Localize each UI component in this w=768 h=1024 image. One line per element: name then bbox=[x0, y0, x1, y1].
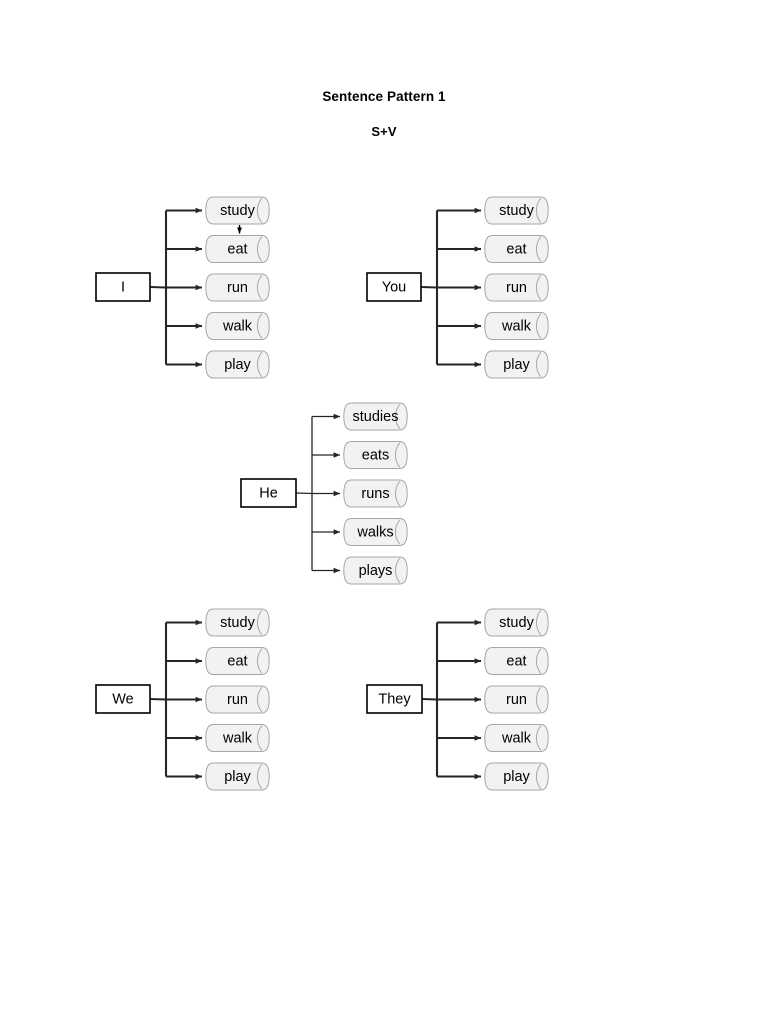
verb-label: eats bbox=[362, 447, 389, 463]
verb-box[interactable] bbox=[484, 273, 549, 302]
verb-box-curl-icon bbox=[535, 351, 542, 378]
diagram-we: We study eat run walk play bbox=[95, 608, 270, 791]
verb-label: studies bbox=[353, 409, 399, 425]
verb-box-curl-icon bbox=[535, 274, 542, 301]
verb-box-curl-icon bbox=[535, 609, 542, 636]
verb-box[interactable] bbox=[205, 685, 270, 714]
verb-box-curl-icon bbox=[535, 197, 542, 224]
subject-label: You bbox=[382, 279, 406, 295]
verb-box-curl-icon bbox=[535, 236, 542, 262]
verb-label: study bbox=[220, 615, 255, 631]
diagram-you: You study eat run walk play bbox=[366, 196, 549, 379]
verb-box-curl-icon bbox=[394, 557, 401, 584]
verb-label: walk bbox=[501, 730, 532, 746]
subject-box[interactable] bbox=[95, 272, 151, 302]
verb-box[interactable] bbox=[343, 518, 408, 546]
verb-label: plays bbox=[359, 563, 393, 579]
verb-box-curl-icon bbox=[256, 648, 263, 674]
verb-box-curl-icon bbox=[256, 313, 263, 339]
verb-label: walks bbox=[356, 524, 393, 540]
connector-stem bbox=[149, 285, 167, 289]
verb-box-curl-icon bbox=[256, 763, 263, 790]
verb-box-curl-icon bbox=[535, 648, 542, 674]
verb-label: run bbox=[227, 280, 248, 296]
verb-label: play bbox=[224, 357, 251, 373]
verb-box[interactable] bbox=[484, 350, 549, 379]
connector-stem bbox=[149, 697, 167, 701]
verb-box-curl-icon bbox=[256, 236, 263, 262]
verb-box[interactable] bbox=[205, 647, 270, 675]
verb-box[interactable] bbox=[484, 685, 549, 714]
subject-label: We bbox=[112, 691, 134, 707]
verb-box[interactable] bbox=[205, 312, 270, 340]
verb-box-curl-icon bbox=[535, 763, 542, 790]
subject-label: He bbox=[259, 485, 278, 501]
verb-box-curl-icon bbox=[535, 686, 542, 713]
verb-box[interactable] bbox=[343, 479, 408, 508]
verb-box[interactable] bbox=[484, 235, 549, 263]
verb-box[interactable] bbox=[484, 608, 549, 637]
verb-box[interactable] bbox=[205, 196, 270, 225]
diagram-they: They study eat run walk play bbox=[366, 608, 549, 791]
subject-box[interactable] bbox=[95, 684, 151, 714]
verb-label: runs bbox=[361, 486, 389, 502]
subject-label: They bbox=[378, 691, 411, 707]
subject-box[interactable] bbox=[366, 684, 423, 714]
verb-box-curl-icon bbox=[256, 686, 263, 713]
verb-box[interactable] bbox=[484, 312, 549, 340]
verb-box[interactable] bbox=[205, 762, 270, 791]
verb-label: study bbox=[499, 615, 534, 631]
verb-box-curl-icon bbox=[394, 519, 401, 545]
verb-label: eat bbox=[506, 653, 526, 669]
page-title: Sentence Pattern 1 bbox=[322, 89, 446, 104]
verb-box-curl-icon bbox=[394, 480, 401, 507]
verb-box-curl-icon bbox=[256, 197, 263, 224]
verb-label: run bbox=[506, 280, 527, 296]
verb-box-curl-icon bbox=[535, 313, 542, 339]
verb-box-curl-icon bbox=[256, 725, 263, 751]
verb-box[interactable] bbox=[205, 235, 270, 263]
verb-box-curl-icon bbox=[394, 442, 401, 468]
verb-label: play bbox=[503, 769, 530, 785]
verb-label: eat bbox=[506, 241, 526, 257]
verb-label: study bbox=[220, 203, 255, 219]
connector-stem bbox=[421, 697, 438, 701]
verb-box[interactable] bbox=[484, 724, 549, 752]
subject-label: I bbox=[121, 279, 125, 295]
verb-box[interactable] bbox=[205, 608, 270, 637]
subject-box[interactable] bbox=[366, 272, 422, 302]
verb-box-curl-icon bbox=[256, 351, 263, 378]
connector-stem bbox=[420, 285, 438, 289]
verb-box-curl-icon bbox=[394, 403, 401, 430]
verb-box-curl-icon bbox=[256, 609, 263, 636]
verb-label: study bbox=[499, 203, 534, 219]
verb-box[interactable] bbox=[343, 556, 408, 585]
verb-box[interactable] bbox=[343, 441, 408, 469]
verb-box[interactable] bbox=[205, 273, 270, 302]
verb-label: walk bbox=[222, 318, 253, 334]
subject-box[interactable] bbox=[240, 478, 297, 508]
verb-label: run bbox=[506, 692, 527, 708]
verb-label: walk bbox=[222, 730, 253, 746]
verb-label: walk bbox=[501, 318, 532, 334]
verb-label: run bbox=[227, 692, 248, 708]
connector-stem bbox=[295, 492, 313, 495]
diagram-he: He studies eats runs walks plays bbox=[240, 402, 408, 585]
verb-box-curl-icon bbox=[535, 725, 542, 751]
verb-label: eat bbox=[227, 653, 247, 669]
verb-box[interactable] bbox=[343, 402, 408, 431]
verb-box[interactable] bbox=[484, 196, 549, 225]
verb-label: play bbox=[224, 769, 251, 785]
verb-label: play bbox=[503, 357, 530, 373]
verb-box[interactable] bbox=[205, 724, 270, 752]
page-subtitle: S+V bbox=[371, 124, 397, 139]
verb-box[interactable] bbox=[484, 647, 549, 675]
verb-label: eat bbox=[227, 241, 247, 257]
verb-box[interactable] bbox=[484, 762, 549, 791]
verb-box-curl-icon bbox=[256, 274, 263, 301]
verb-box[interactable] bbox=[205, 350, 270, 379]
